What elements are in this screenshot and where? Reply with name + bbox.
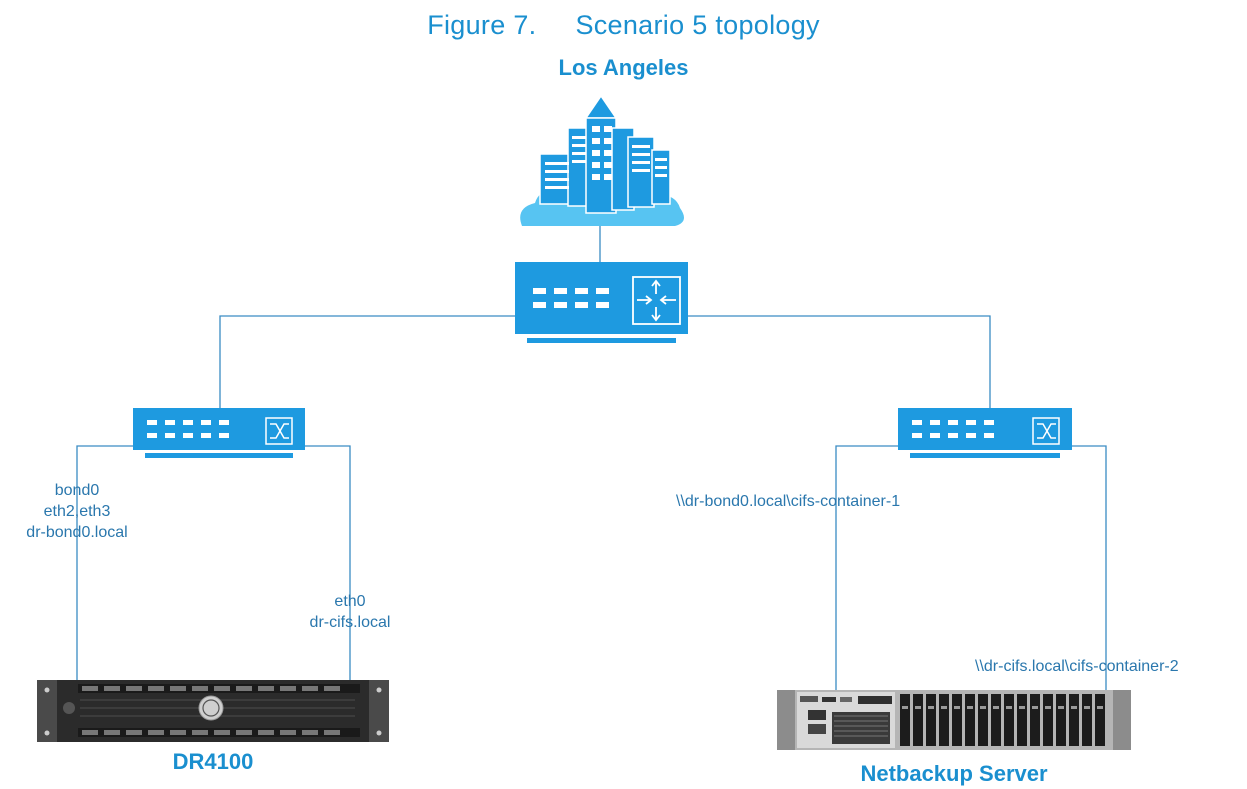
router-icon [515, 262, 688, 343]
link-right-switch-share2 [1072, 445, 1107, 690]
link-router-left-switch [219, 315, 515, 408]
eth0-label: eth0 [334, 593, 366, 610]
netbackup-server-icon [777, 690, 1131, 750]
bond0-label: bond0 [54, 482, 100, 499]
left-switch-icon [133, 408, 305, 458]
link-router-right-switch [688, 315, 991, 408]
figure-caption: Figure 7. Scenario 5 topology [427, 10, 820, 40]
dr4100-appliance-icon [37, 680, 389, 742]
bond0-hostname-label: dr-bond0.local [26, 524, 128, 541]
site-name: Los Angeles [558, 55, 689, 80]
netbackup-title: Netbackup Server [860, 761, 1048, 786]
bond0-labels: bond0 eth2,eth3 dr-bond0.local [2, 480, 152, 543]
eth0-labels: eth0 dr-cifs.local [280, 591, 420, 633]
eth0-hostname-label: dr-cifs.local [309, 614, 391, 631]
dr4100-title: DR4100 [172, 749, 254, 774]
share2-label: \\dr-cifs.local\cifs-container-2 [975, 658, 1179, 675]
link-right-switch-share1 [835, 445, 898, 690]
share1-label: \\dr-bond0.local\cifs-container-1 [676, 493, 901, 510]
link-left-switch-eth0 [305, 445, 351, 680]
bond0-interfaces-label: eth2,eth3 [43, 503, 111, 520]
connection-lines [76, 222, 1107, 690]
link-left-switch-bond0 [76, 445, 133, 680]
city-buildings-icon [520, 94, 684, 226]
right-switch-icon [898, 408, 1072, 458]
